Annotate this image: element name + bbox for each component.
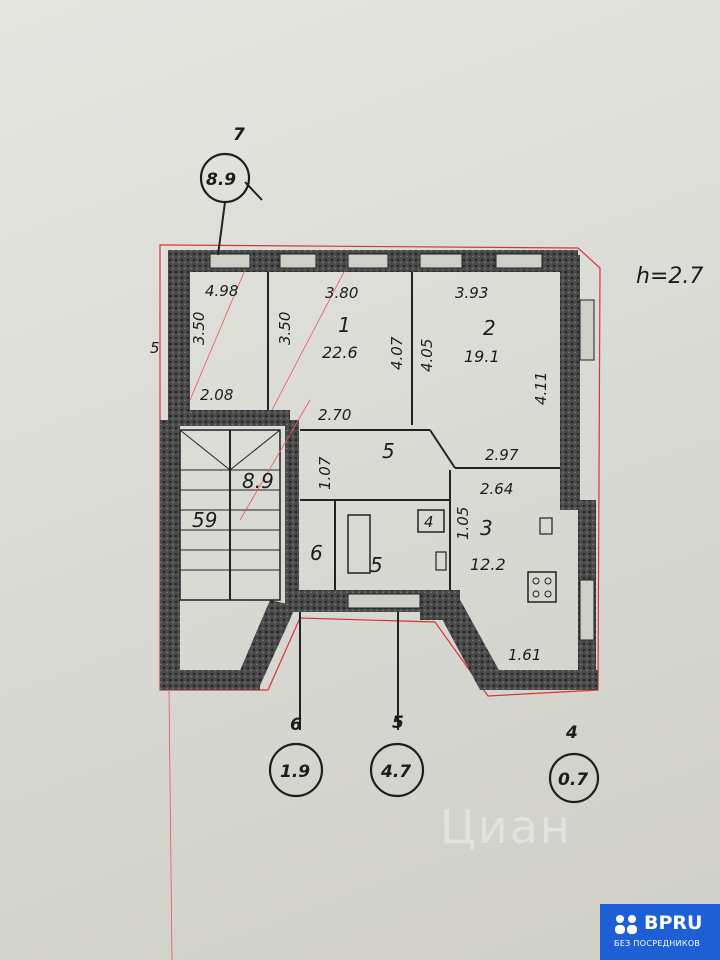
marker-top-value: 8.9 bbox=[206, 170, 236, 190]
marker-4-number: 4 bbox=[565, 723, 578, 743]
marker-6-value: 1.9 bbox=[280, 762, 310, 782]
room-3-area: 12.2 bbox=[470, 555, 506, 574]
dim-d7: 4.05 bbox=[418, 339, 436, 372]
dim-d14: 1.07 bbox=[316, 456, 334, 490]
badge-tagline: БЕЗ ПОСРЕДНИКОВ bbox=[614, 939, 701, 948]
dim-d2: 3.80 bbox=[325, 284, 358, 302]
room-6-number: 6 bbox=[310, 541, 323, 565]
watermark: Циан bbox=[440, 800, 572, 854]
dim-d5: 3.50 bbox=[276, 312, 294, 345]
labels: 7 8.9 6 1.9 5 4.7 4 0.7 h=2.7 4.98 3.80 … bbox=[150, 125, 703, 790]
room-3-number: 3 bbox=[480, 516, 493, 540]
room-2-area: 19.1 bbox=[464, 347, 500, 366]
room-7-number: 5 bbox=[382, 439, 395, 463]
people-icon bbox=[615, 915, 637, 934]
dim-d13: 1.61 bbox=[508, 646, 541, 664]
dim-d11: 2.97 bbox=[485, 446, 519, 464]
dim-d16: 4.11 bbox=[532, 372, 550, 405]
dim-d4: 3.50 bbox=[190, 312, 208, 345]
marker-6-number: 6 bbox=[290, 715, 302, 735]
marker-5-value: 4.7 bbox=[380, 762, 411, 782]
dim-d6: 4.07 bbox=[388, 336, 406, 370]
dim-d9: 2.08 bbox=[200, 386, 233, 404]
marker-top-number: 7 bbox=[233, 125, 245, 145]
dim-d15: 1.05 bbox=[454, 507, 472, 540]
marker-leaders bbox=[217, 181, 399, 730]
room-89-label: 8.9 bbox=[242, 469, 274, 493]
kitchen-fixtures bbox=[347, 509, 557, 603]
brand-badge[interactable]: BPRU БЕЗ ПОСРЕДНИКОВ bbox=[600, 904, 720, 960]
room-1-number: 1 bbox=[338, 313, 351, 337]
marker-circles bbox=[199, 152, 600, 804]
room-1-area: 22.6 bbox=[322, 343, 358, 362]
dim-d12: 2.64 bbox=[480, 480, 513, 498]
room-5-number: 5 bbox=[370, 553, 383, 577]
stair-label: 59 bbox=[192, 508, 217, 532]
badge-brand: BPRU bbox=[644, 912, 703, 934]
red-diagonals bbox=[189, 269, 346, 521]
dim-d1: 4.98 bbox=[205, 282, 238, 300]
height-note: h=2.7 bbox=[636, 264, 703, 289]
small-4-label: 4 bbox=[424, 513, 434, 531]
dim-d10: 2.70 bbox=[318, 406, 351, 424]
side-5-label: 5 bbox=[150, 339, 160, 357]
windows bbox=[209, 253, 595, 641]
marker-4-value: 0.7 bbox=[558, 770, 588, 790]
marker-5-number: 5 bbox=[392, 713, 404, 733]
dim-d3: 3.93 bbox=[455, 284, 488, 302]
staircase bbox=[179, 429, 281, 601]
room-2-number: 2 bbox=[483, 316, 496, 340]
